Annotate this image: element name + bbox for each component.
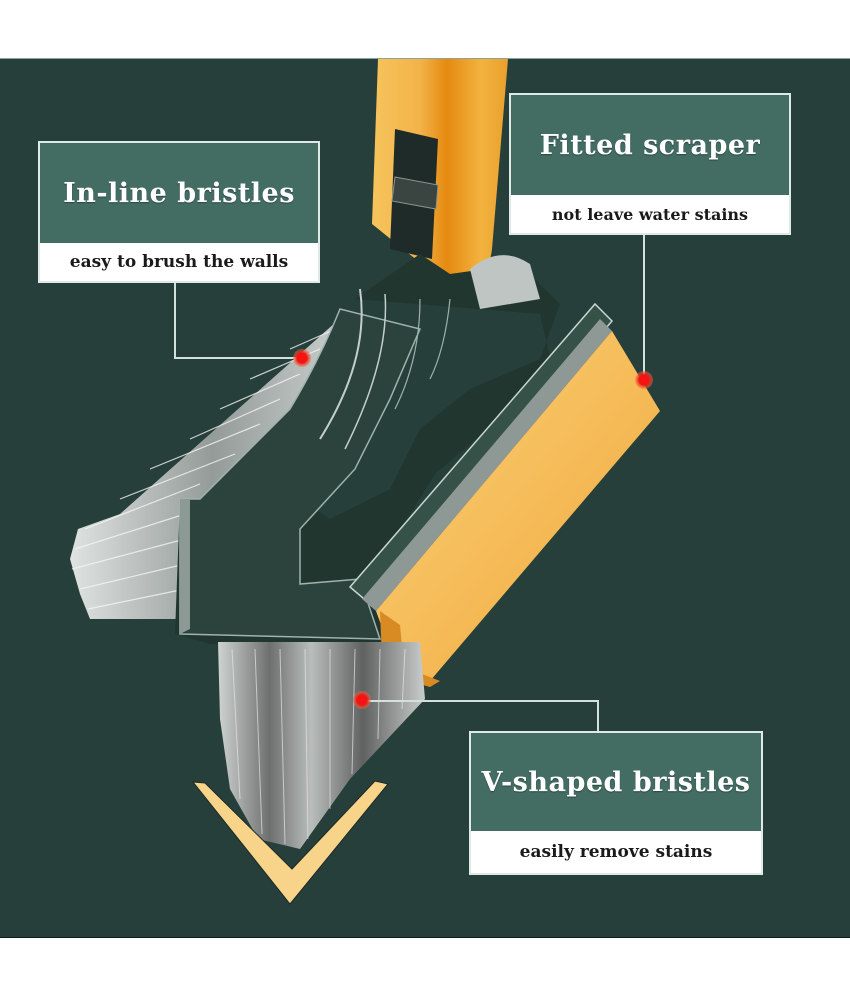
callout-subtitle: not leave water stains <box>511 195 789 233</box>
callout-fitted-scraper: Fitted scraper not leave water stains <box>509 93 791 235</box>
brush-illustration <box>70 59 660 905</box>
callout-title: In-line bristles <box>40 143 318 243</box>
callout-subtitle: easily remove stains <box>471 831 761 873</box>
marker-v-shaped-bristles <box>353 691 371 709</box>
callout-title: Fitted scraper <box>511 95 789 195</box>
marker-fitted-scraper <box>635 371 653 389</box>
callout-inline-bristles: In-line bristles easy to brush the walls <box>38 141 320 283</box>
inline-bristles-art <box>70 314 355 619</box>
v-chevron-down-icon <box>191 780 389 905</box>
v-shaped-bristles-art <box>218 642 425 849</box>
red-marker-dots <box>293 349 653 709</box>
callout-subtitle: easy to brush the walls <box>40 243 318 281</box>
callout-title: V-shaped bristles <box>471 733 761 831</box>
product-infographic: In-line bristles easy to brush the walls… <box>0 58 850 938</box>
marker-inline-bristles <box>293 349 311 367</box>
callout-v-shaped-bristles: V-shaped bristles easily remove stains <box>469 731 763 875</box>
